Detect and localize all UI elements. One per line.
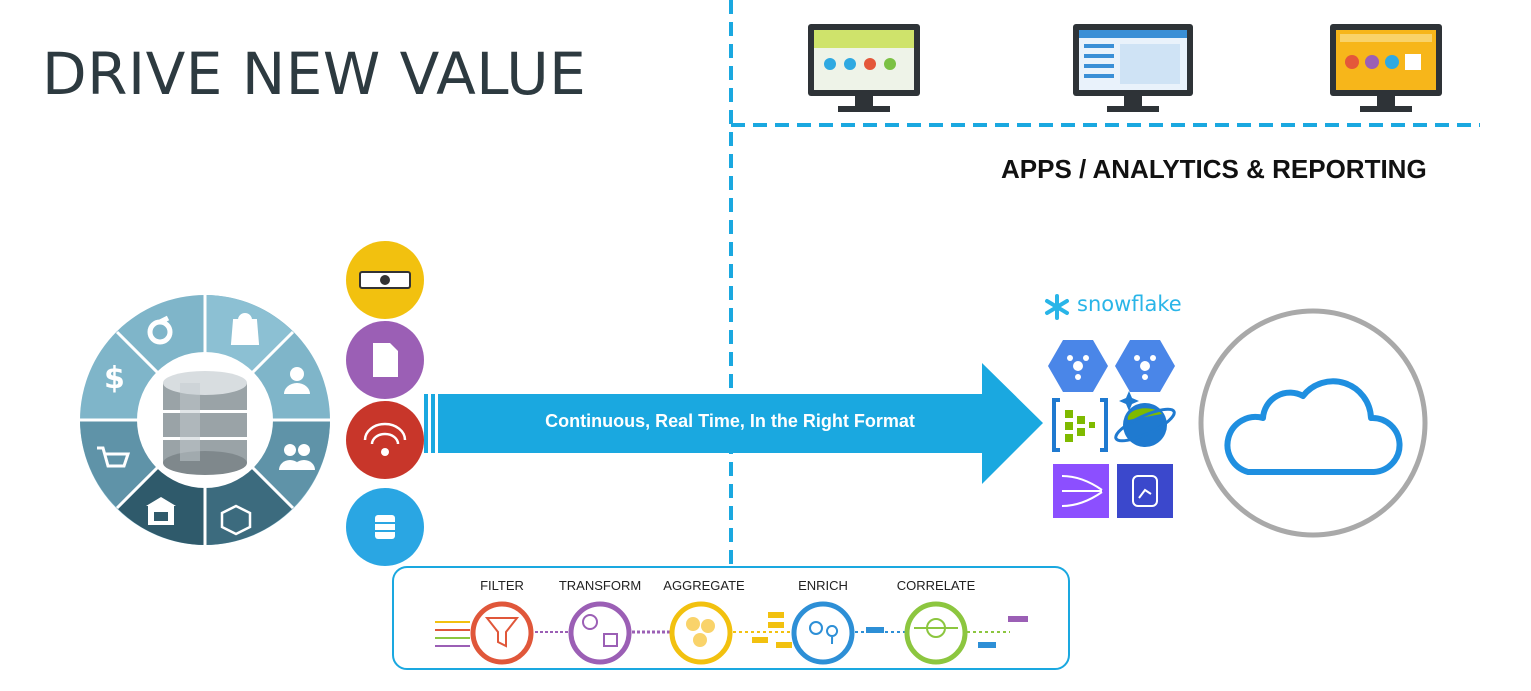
filter-icon: [470, 601, 534, 665]
monitor-icon: [1330, 24, 1442, 112]
cloud-icon: [1198, 308, 1428, 538]
sensor-icon: [346, 241, 424, 319]
stage-label-aggregate: AGGREGATE: [663, 578, 745, 593]
users-icon: [279, 444, 315, 470]
kinesis-icon: [1053, 464, 1109, 518]
dollar-icon: $: [104, 361, 125, 396]
wireless-signal-icon: [346, 401, 424, 479]
arrow-label: Continuous, Real Time, In the Right Form…: [545, 411, 915, 431]
processing-panel: [392, 566, 1070, 670]
database-icon: [163, 371, 247, 475]
cart-icon: [97, 446, 131, 468]
shopping-bag-icon: [230, 313, 260, 345]
transform-icon: [568, 601, 632, 665]
apps-analytics-label: APPS / ANALYTICS & REPORTING: [1001, 154, 1427, 184]
enrich-icon: [791, 601, 855, 665]
box-icon: [220, 504, 252, 536]
monitor-icon: [1073, 24, 1193, 112]
correlate-icon: [904, 601, 968, 665]
stage-label-enrich: ENRICH: [798, 578, 848, 593]
pubsub-icon: [1115, 340, 1175, 392]
warehouse-icon: [146, 497, 176, 525]
user-icon: [284, 367, 310, 394]
pubsub-icon: [1048, 340, 1108, 392]
stage-label-transform: TRANSFORM: [558, 578, 642, 593]
event-tokens: [752, 612, 1028, 648]
cosmos-db-icon: [1114, 391, 1176, 447]
stage-label-correlate: CORRELATE: [896, 578, 976, 593]
document-icon: [346, 321, 424, 399]
aggregate-icon: [669, 601, 733, 665]
database-icon: [346, 488, 424, 566]
monitor-icon: [808, 24, 920, 112]
event-hubs-icon: [1052, 398, 1108, 452]
data-flow-arrow: [424, 363, 1043, 484]
page-title: DRIVE NEW VALUE: [42, 40, 587, 108]
snowflake-icon: [1045, 294, 1069, 320]
database-service-icon: [1117, 464, 1173, 518]
analytics-icon: [147, 315, 173, 345]
snowflake-logo-text: snowflake: [1077, 292, 1182, 316]
stage-label-filter: FILTER: [480, 578, 524, 593]
